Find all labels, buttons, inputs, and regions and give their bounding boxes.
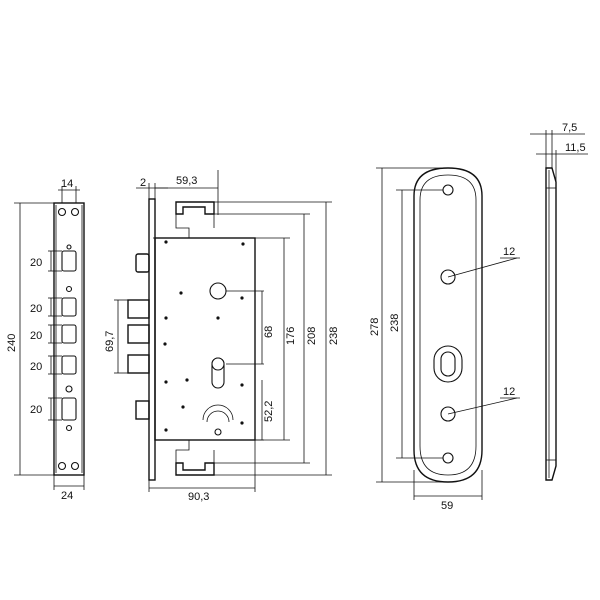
faceplate-bolt-slot (61, 355, 77, 375)
dim-208-label: 208 (306, 327, 318, 345)
faceplate-bolt-slot (61, 324, 77, 344)
slot-spacing-label: 20 (30, 303, 42, 315)
faceplate-bolt-slot (61, 397, 77, 421)
profile-thin-label: 7,5 (562, 122, 577, 134)
dim-52-2-label: 52,2 (263, 401, 275, 422)
upper-hole-diameter-label: 12 (503, 246, 515, 258)
handle-spindle-hole (209, 282, 227, 300)
profile-thick-label: 11,5 (565, 142, 586, 154)
faceplate-bolt-slot (61, 250, 77, 272)
escutcheon-screw-hole (442, 452, 454, 464)
escutcheon-width-label: 59 (441, 500, 453, 512)
lower-hole-diameter-label: 12 (503, 386, 515, 398)
lock-front-plate (148, 198, 156, 481)
slot-spacing-label: 20 (30, 330, 42, 342)
faceplate-height-label: 240 (6, 334, 18, 352)
dim-176-label: 176 (285, 327, 297, 345)
faceplate-screw-hole (70, 461, 80, 471)
lock-case (154, 237, 256, 441)
side-profile: 7,5 11,5 (530, 122, 588, 481)
escutcheon-hole-spacing-label: 238 (389, 314, 401, 332)
slot-spacing-label: 20 (30, 257, 42, 269)
dead-bolt (127, 299, 150, 319)
faceplate-screw-hole (57, 207, 67, 217)
lock-body: 2 59,3 69,7 68 52,2 176 208 238 (104, 170, 340, 503)
faceplate: 14 240 24 20 20 20 20 20 (6, 178, 85, 502)
slot-spacing-label: 20 (30, 361, 42, 373)
backset-label: 59,3 (176, 175, 197, 187)
faceplate-bolt-slot (61, 297, 77, 317)
escutcheon-side-profile (545, 167, 557, 481)
dead-bolt (135, 400, 150, 420)
body-width-label: 90,3 (188, 491, 209, 503)
faceplate-top-width-label: 14 (61, 178, 73, 190)
plate-offset-label: 2 (140, 177, 146, 189)
faceplate-screw-hole (57, 461, 67, 471)
escutcheon-screw-hole (442, 184, 454, 196)
key-mechanism (202, 404, 234, 421)
escutcheon-outline (413, 167, 483, 483)
latch-bolt (135, 253, 150, 273)
dead-bolt (127, 324, 150, 344)
slot-spacing-label: 20 (30, 404, 42, 416)
bolt-zone-label: 69,7 (104, 331, 116, 352)
escutcheon-plate: 12 12 278 238 59 (369, 167, 520, 512)
faceplate-bottom-width-label: 24 (61, 490, 73, 502)
dim-68-label: 68 (263, 326, 275, 338)
faceplate-outline (53, 202, 85, 476)
escutcheon-height-label: 278 (369, 318, 381, 336)
dim-238-label: 238 (328, 327, 340, 345)
faceplate-screw-hole (70, 207, 80, 217)
dead-bolt (127, 354, 150, 374)
